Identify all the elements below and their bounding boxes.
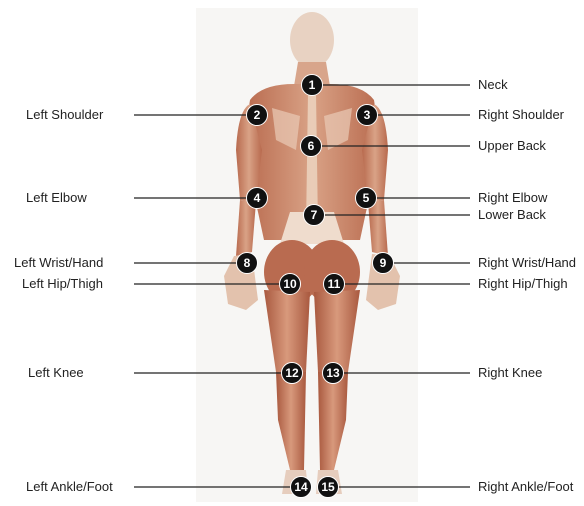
label-left-elbow: Left Elbow — [26, 190, 87, 205]
marker-15[interactable]: 15 — [317, 476, 339, 498]
label-right-hip-thigh: Right Hip/Thigh — [478, 276, 568, 291]
label-right-shoulder: Right Shoulder — [478, 107, 564, 122]
marker-14[interactable]: 14 — [290, 476, 312, 498]
label-left-wrist-hand: Left Wrist/Hand — [14, 255, 103, 270]
marker-11[interactable]: 11 — [323, 273, 345, 295]
label-left-ankle-foot: Left Ankle/Foot — [26, 479, 113, 494]
marker-5[interactable]: 5 — [355, 187, 377, 209]
marker-9[interactable]: 9 — [372, 252, 394, 274]
marker-6[interactable]: 6 — [300, 135, 322, 157]
marker-13[interactable]: 13 — [322, 362, 344, 384]
marker-7[interactable]: 7 — [303, 204, 325, 226]
marker-8[interactable]: 8 — [236, 252, 258, 274]
label-right-elbow: Right Elbow — [478, 190, 547, 205]
label-right-ankle-foot: Right Ankle/Foot — [478, 479, 573, 494]
marker-12[interactable]: 12 — [281, 362, 303, 384]
label-left-shoulder: Left Shoulder — [26, 107, 103, 122]
head — [290, 12, 334, 68]
label-right-knee: Right Knee — [478, 365, 542, 380]
label-neck: Neck — [478, 77, 508, 92]
label-left-knee: Left Knee — [28, 365, 84, 380]
marker-3[interactable]: 3 — [356, 104, 378, 126]
marker-1[interactable]: 1 — [301, 74, 323, 96]
label-lower-back: Lower Back — [478, 207, 546, 222]
marker-4[interactable]: 4 — [246, 187, 268, 209]
label-left-hip-thigh: Left Hip/Thigh — [22, 276, 103, 291]
marker-10[interactable]: 10 — [279, 273, 301, 295]
marker-2[interactable]: 2 — [246, 104, 268, 126]
label-upper-back: Upper Back — [478, 138, 546, 153]
label-right-wrist-hand: Right Wrist/Hand — [478, 255, 576, 270]
